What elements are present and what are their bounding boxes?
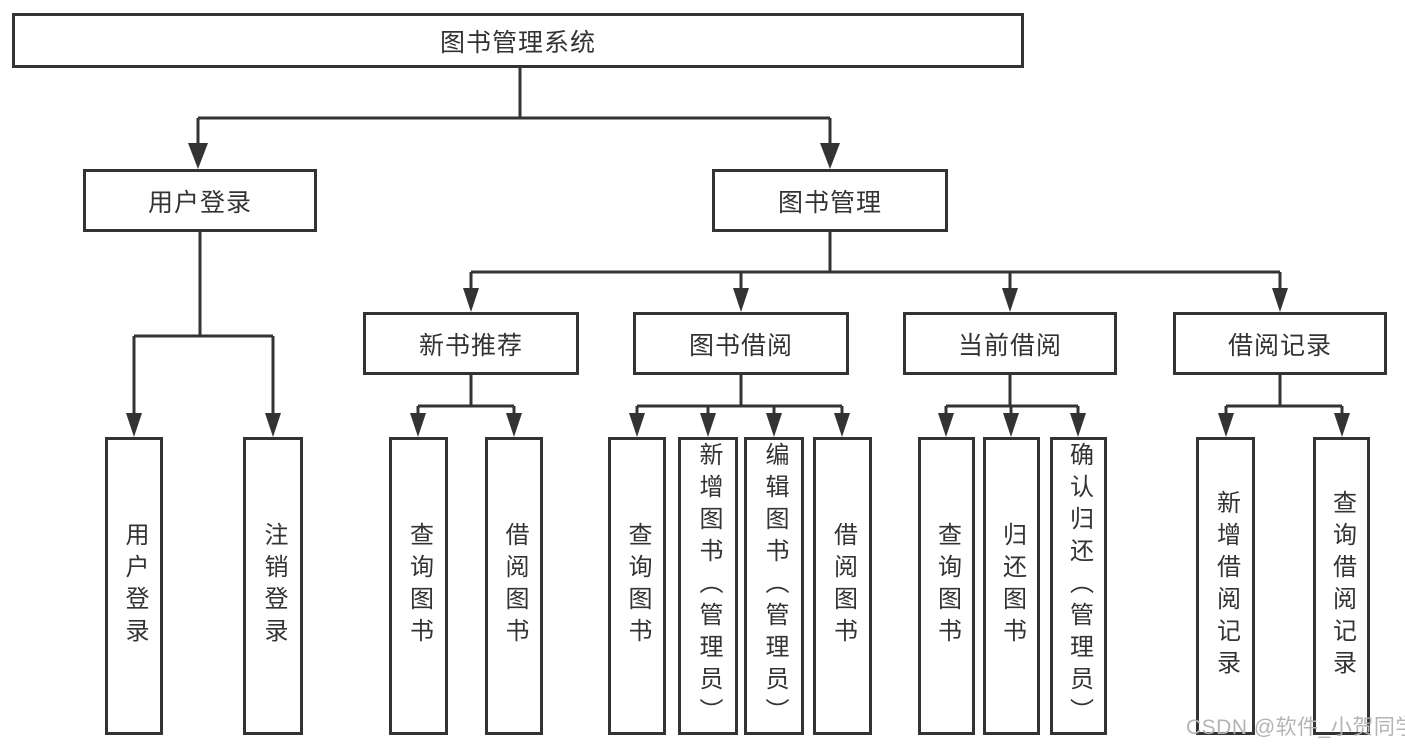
leaf-logout: 注销登录 [243,437,303,735]
node-book-borrowing-label: 图书借阅 [688,331,793,360]
node-new-book-recommendation: 新书推荐 [363,312,579,375]
leaf-search-books-1: 查询图书 [389,437,448,735]
leaf-search-books-2: 查询图书 [608,437,666,735]
node-library-management-system-label: 图书管理系统 [439,28,596,57]
node-book-borrowing: 图书借阅 [633,312,849,375]
leaf-logout-label: 注销登录 [260,522,287,650]
leaf-search-books-2-label: 查询图书 [624,522,651,650]
node-user-login-label: 用户登录 [147,188,252,217]
leaf-search-borrow-record-label: 查询借阅记录 [1328,490,1356,682]
leaf-search-books-3-label: 查询图书 [933,522,961,650]
leaf-add-book-admin: 新增图书（管理员） [678,437,738,735]
leaf-user-login: 用户登录 [105,437,163,735]
leaf-confirm-return-admin-label: 确认归还（管理员） [1065,442,1093,730]
connector-book-borrowing-to-leaves [629,373,850,437]
connector-borrowing-records-to-leaves [1218,373,1350,437]
leaf-add-borrow-record: 新增借阅记录 [1196,437,1255,735]
leaf-edit-book-admin-label: 编辑图书（管理员） [761,442,788,730]
node-library-management-system: 图书管理系统 [12,13,1024,68]
node-current-borrowing-label: 当前借阅 [957,331,1062,360]
node-book-management: 图书管理 [712,169,948,232]
node-new-book-recommendation-label: 新书推荐 [418,331,523,360]
leaf-borrow-books-1: 借阅图书 [485,437,543,735]
leaf-search-borrow-record: 查询借阅记录 [1313,437,1370,735]
node-borrowing-records: 借阅记录 [1173,312,1387,375]
connector-book-management-to-level3 [463,230,1288,312]
leaf-search-books-1-label: 查询图书 [405,522,433,650]
leaf-user-login-label: 用户登录 [121,522,148,650]
connector-current-borrowing-to-leaves [938,373,1086,437]
connector-root-to-level2 [188,66,840,169]
node-book-management-label: 图书管理 [777,188,882,217]
leaf-return-books: 归还图书 [983,437,1040,735]
leaf-borrow-books-1-label: 借阅图书 [501,522,528,650]
leaf-borrow-books-2-label: 借阅图书 [829,522,857,650]
leaf-add-book-admin-label: 新增图书（管理员） [695,442,722,730]
connector-user-login-to-leaves [126,230,281,437]
leaf-borrow-books-2: 借阅图书 [813,437,872,735]
watermark: CSDN @软件_小贺同学 [1186,716,1405,739]
node-user-login: 用户登录 [83,169,317,232]
leaf-return-books-label: 归还图书 [998,522,1026,650]
leaf-confirm-return-admin: 确认归还（管理员） [1050,437,1107,735]
connector-new-book-recommendation-to-leaves [410,373,522,437]
node-current-borrowing: 当前借阅 [903,312,1117,375]
node-borrowing-records-label: 借阅记录 [1227,331,1332,360]
leaf-add-borrow-record-label: 新增借阅记录 [1212,490,1240,682]
leaf-search-books-3: 查询图书 [918,437,975,735]
leaf-edit-book-admin: 编辑图书（管理员） [744,437,804,735]
